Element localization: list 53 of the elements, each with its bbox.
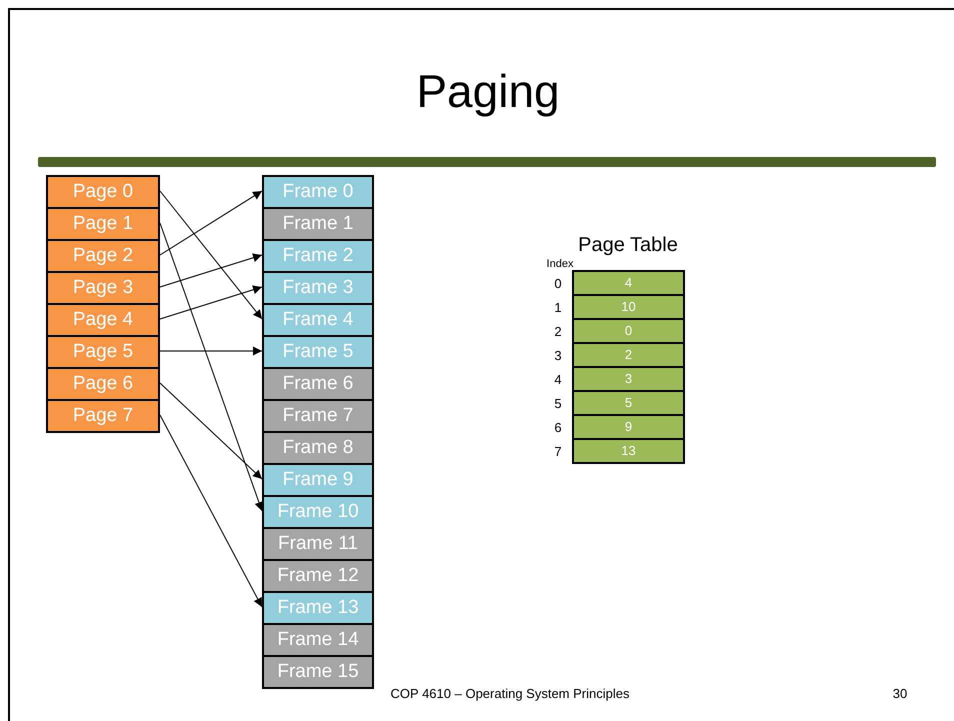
slide-number: 30 (892, 685, 908, 703)
index-number: 5 (553, 395, 563, 413)
page-box: Page 1 (46, 207, 160, 241)
arrow (160, 190, 262, 320)
index-number: 6 (553, 419, 563, 437)
frame-box: Frame 8 (262, 431, 374, 465)
frame-box: Frame 1 (262, 207, 374, 241)
frame-box: Frame 7 (262, 399, 374, 433)
column-heading: Index (546, 257, 574, 272)
index-number: 3 (553, 347, 563, 365)
frame-box: Frame 12 (262, 559, 374, 593)
page-box: Page 6 (46, 367, 160, 401)
page-box: Page 0 (46, 175, 160, 209)
table-entry: 4 (572, 270, 685, 296)
frame-box: Frame 0 (262, 175, 374, 209)
slide-title: Paging (415, 68, 561, 114)
frame-box: Frame 9 (262, 463, 374, 497)
table-entry: 5 (572, 390, 685, 416)
frame-box: Frame 14 (262, 623, 374, 657)
frame-box: Frame 2 (262, 239, 374, 273)
table-entry: 13 (572, 438, 685, 464)
index-number: 0 (553, 275, 563, 293)
index-number: 7 (553, 443, 563, 461)
arrow (160, 253, 262, 288)
arrow (160, 414, 262, 608)
page-box: Page 4 (46, 303, 160, 337)
table-entry: 9 (572, 414, 685, 440)
frame-box: Frame 4 (262, 303, 374, 337)
table-entry: 3 (572, 366, 685, 392)
index-number: 4 (553, 371, 563, 389)
index-number: 1 (553, 299, 563, 317)
frame-box: Frame 15 (262, 655, 374, 689)
page-box: Page 5 (46, 335, 160, 369)
arrow (160, 190, 262, 256)
page-box: Page 7 (46, 399, 160, 433)
table-entry: 2 (572, 342, 685, 368)
arrow (160, 346, 262, 356)
frame-box: Frame 10 (262, 495, 374, 529)
page-box: Page 2 (46, 239, 160, 273)
index-number: 2 (553, 323, 563, 341)
arrow (160, 285, 262, 320)
frame-box: Frame 3 (262, 271, 374, 305)
table-entry: 10 (572, 294, 685, 320)
arrow (160, 222, 264, 512)
frame-box: Frame 6 (262, 367, 374, 401)
frame-box: Frame 13 (262, 591, 374, 625)
frame-box: Frame 11 (262, 527, 374, 561)
arrow (160, 382, 262, 480)
page-box: Page 3 (46, 271, 160, 305)
table-entry: 0 (572, 318, 685, 344)
frame-box: Frame 5 (262, 335, 374, 369)
footer-text: COP 4610 – Operating System Principles (390, 685, 630, 703)
table-heading: Page Table (577, 233, 679, 258)
